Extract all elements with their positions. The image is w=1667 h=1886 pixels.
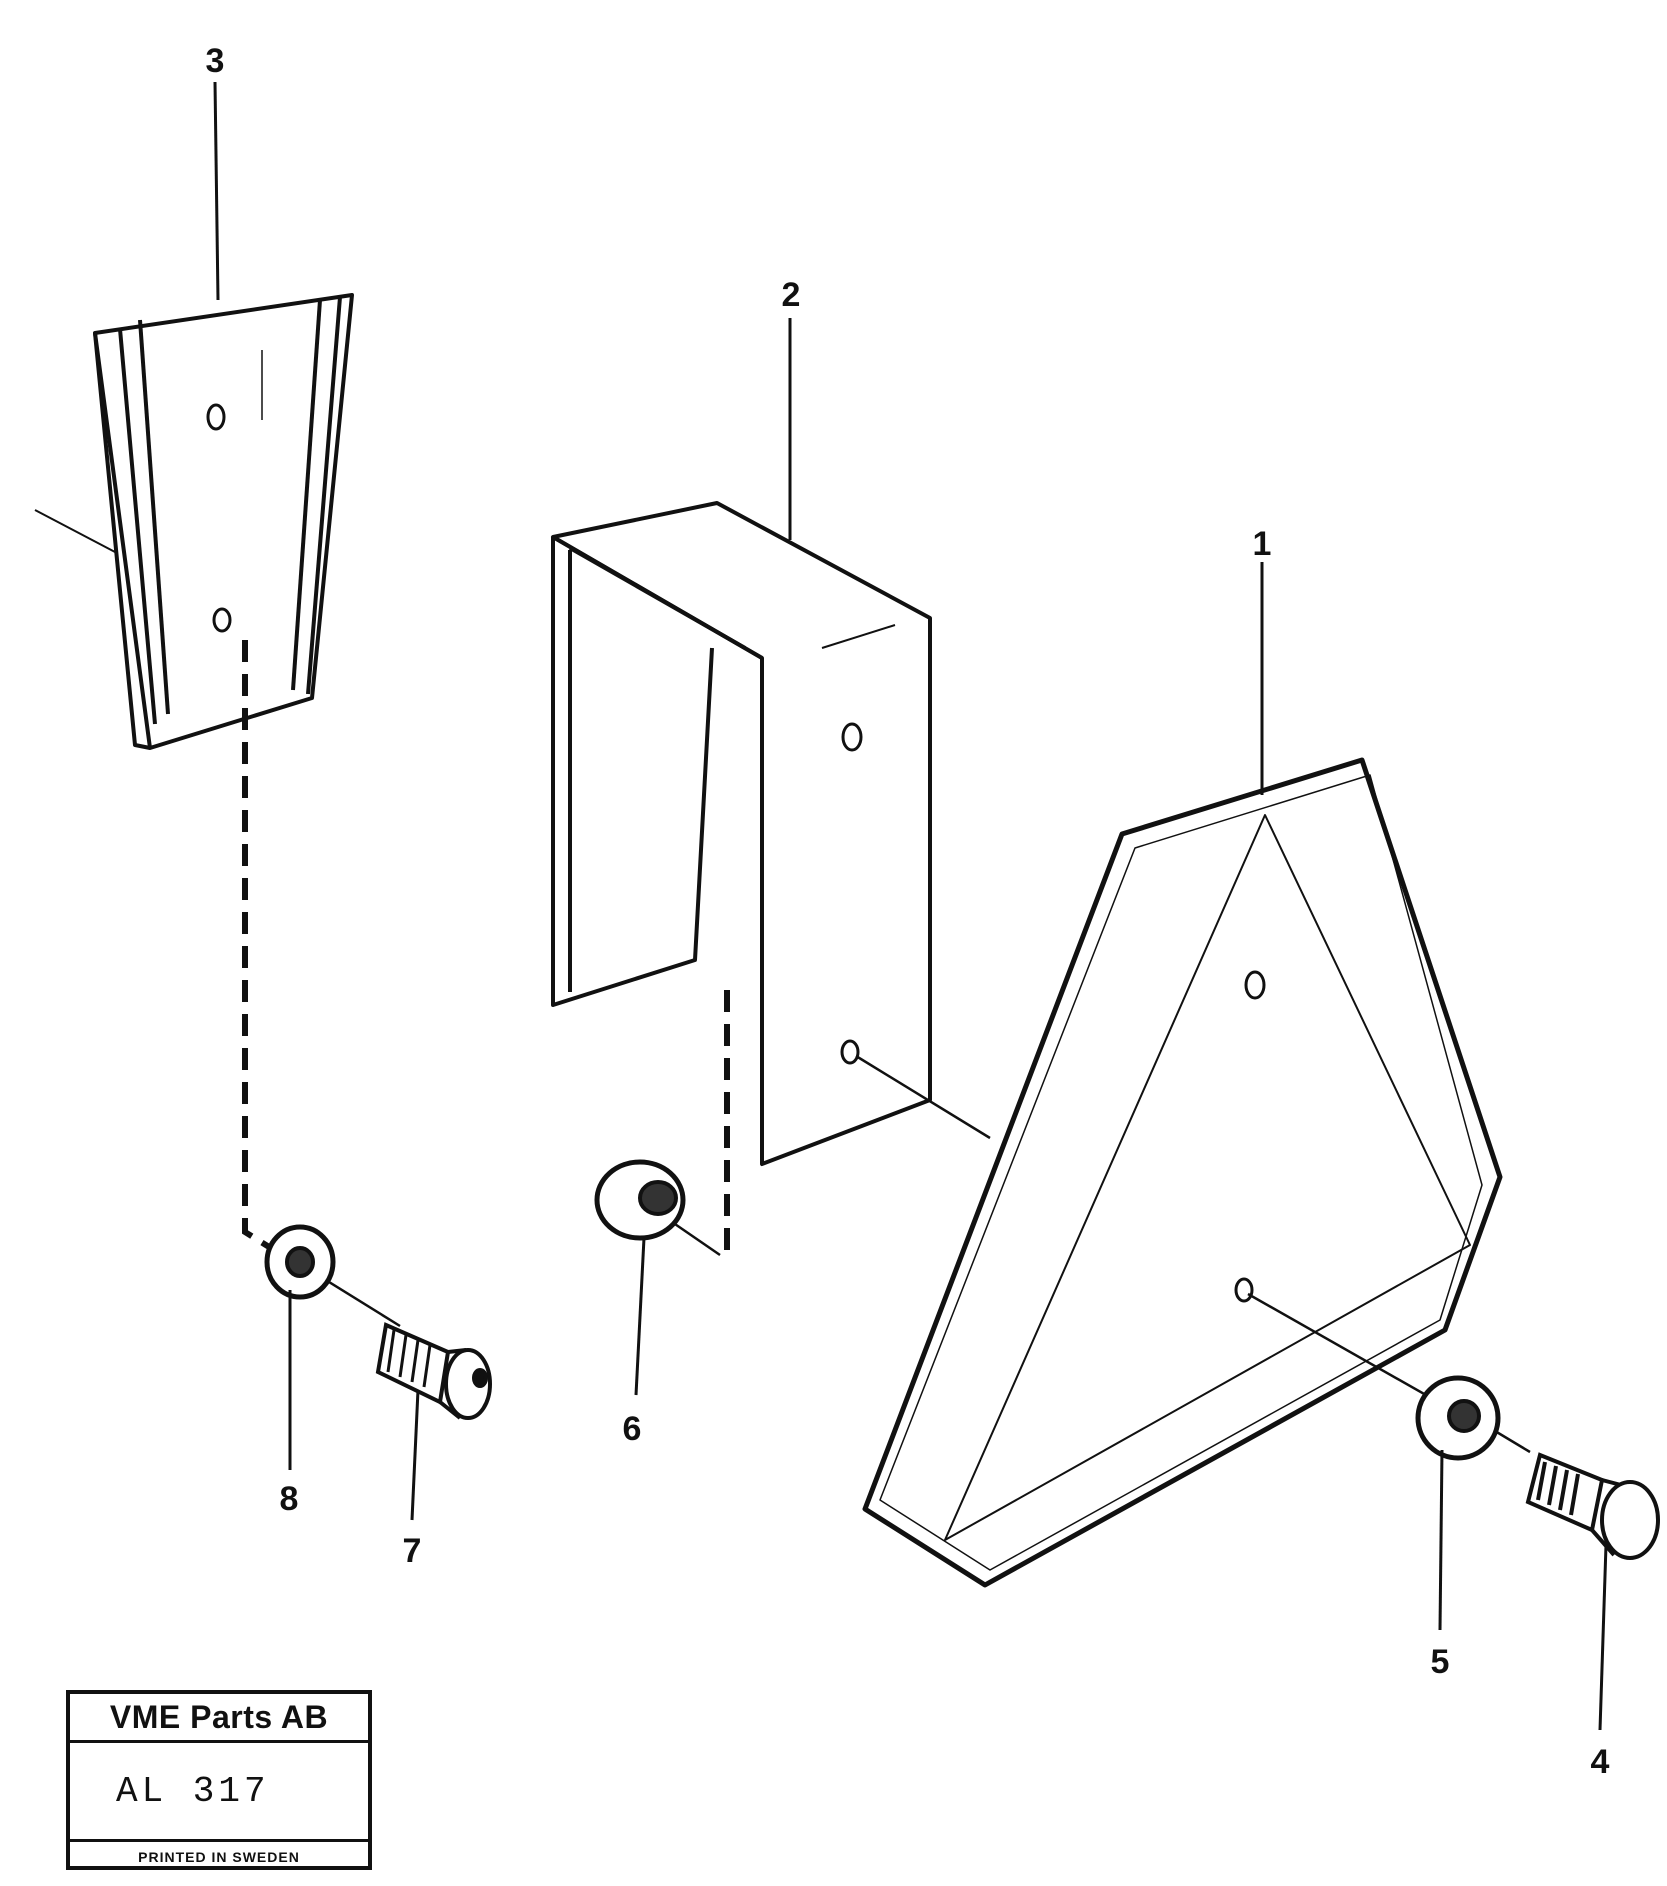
- callout-3: 3: [206, 42, 225, 80]
- callout-2: 2: [782, 276, 801, 314]
- part-6-nut: [594, 1159, 686, 1241]
- company-name: VME Parts AB: [70, 1694, 368, 1743]
- part-2-u-holder: [551, 501, 932, 1166]
- drawing-code: AL 317: [70, 1743, 368, 1842]
- part-8-washer: [264, 1224, 336, 1300]
- callout-6: 6: [623, 1410, 642, 1448]
- part-7-bolt: [375, 1322, 492, 1420]
- leader-lines: [213, 81, 1608, 1731]
- part-4-bolt: [1525, 1452, 1660, 1560]
- part-3-channel-bracket: [34, 293, 354, 750]
- part-5-washer: [1415, 1375, 1501, 1461]
- callout-8: 8: [280, 1480, 299, 1518]
- callout-7: 7: [403, 1532, 422, 1570]
- part-1-reflector-plate: [862, 757, 1503, 1588]
- callout-5: 5: [1431, 1643, 1450, 1681]
- printed-note: PRINTED IN SWEDEN: [138, 1849, 300, 1865]
- callout-1: 1: [1253, 525, 1272, 563]
- title-block: VME Parts AB AL 317 PRINTED IN SWEDEN: [66, 1690, 372, 1870]
- callout-4: 4: [1591, 1743, 1610, 1781]
